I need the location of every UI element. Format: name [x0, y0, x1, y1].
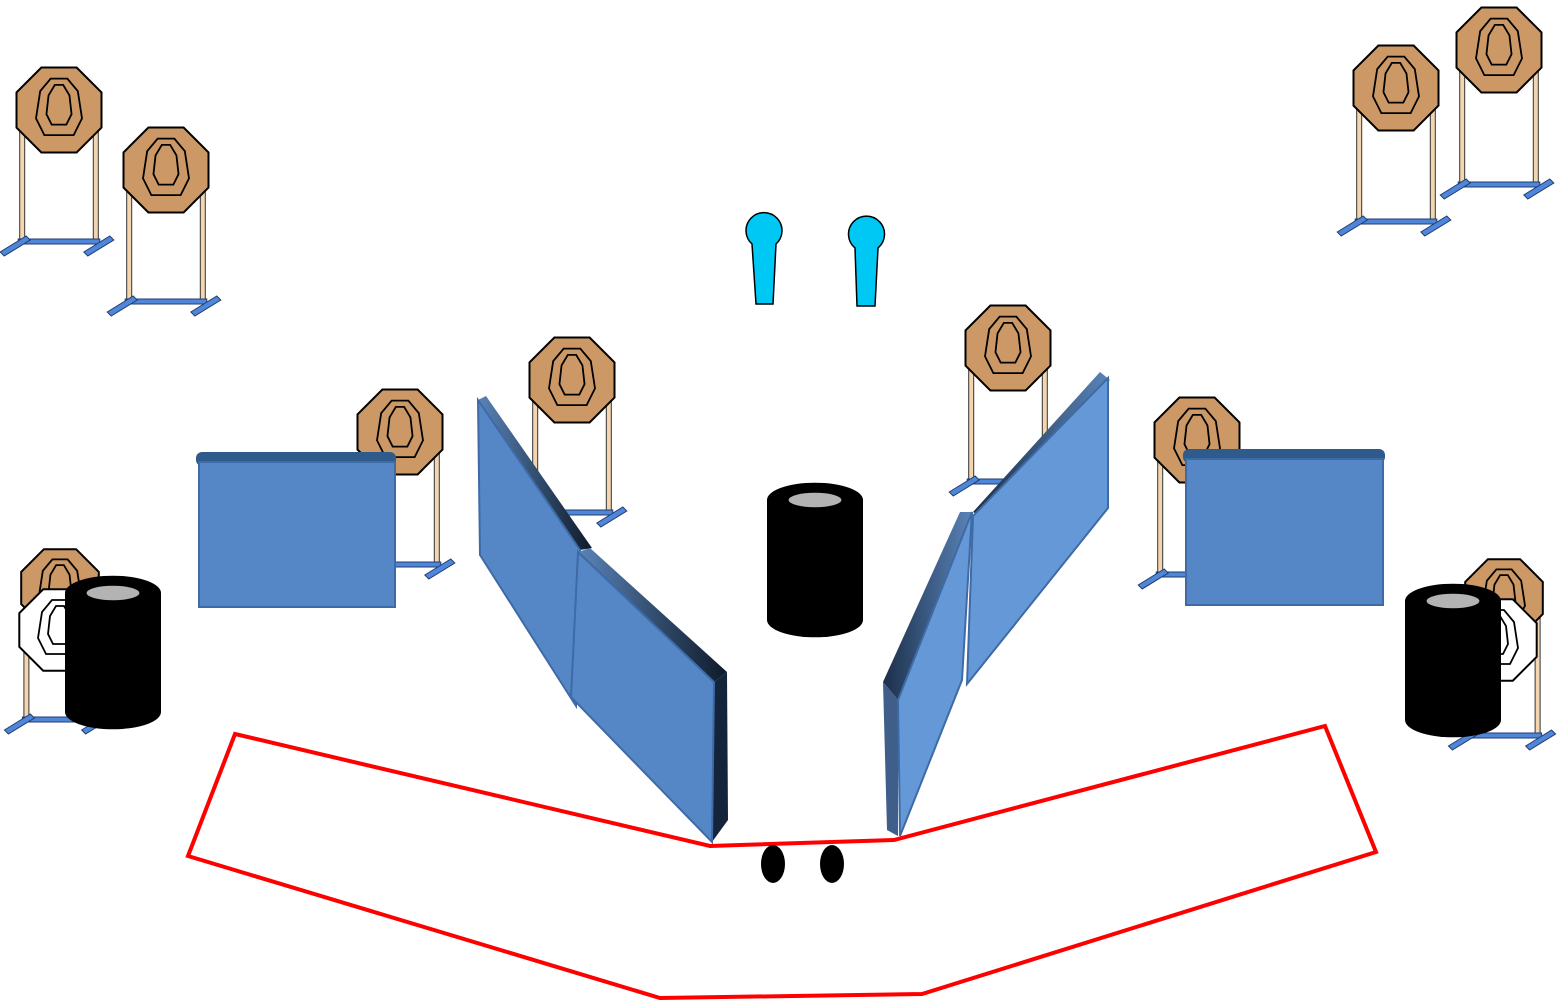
barricade-walls [196, 372, 1385, 845]
popper-icon [847, 215, 886, 307]
wall-panel-icon [196, 452, 396, 608]
barrel-stack-icon [1405, 583, 1501, 738]
wall-panel-icon [1183, 449, 1385, 606]
octagon-target-icon [106, 126, 222, 317]
barrel-stack-icon [65, 575, 161, 730]
footprint-icon [820, 845, 844, 883]
target-stands-layer [0, 6, 1557, 751]
octagon-target-icon [1336, 44, 1452, 237]
wall-panel-icon [476, 396, 592, 710]
wall-panel-icon [883, 511, 973, 837]
wall-panel-icon [569, 548, 728, 845]
octagon-target-icon [0, 66, 115, 257]
octagon-target-icon [1439, 6, 1555, 200]
footprint-icon [761, 845, 785, 883]
barrels-layer [65, 482, 1501, 738]
barrel-stack-icon [767, 482, 863, 638]
popper-icon [745, 211, 783, 305]
fault-line-icon [185, 723, 1379, 1001]
wall-panel-icon [965, 372, 1110, 687]
